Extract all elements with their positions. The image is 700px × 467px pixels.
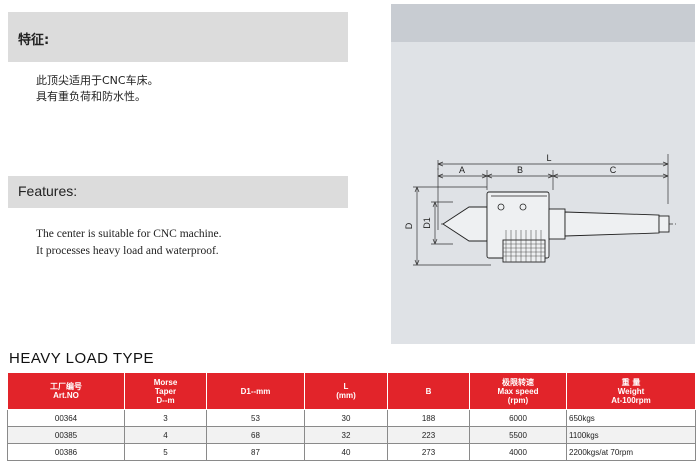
header-max-speed: 极限转速 Max speed (rpm) <box>469 372 567 410</box>
cell-weight: 650kgs <box>566 409 696 427</box>
cell-morse: 3 <box>124 409 207 427</box>
drawing-panel: L A B C D D1 <box>391 4 695 344</box>
live-center-drawing: L A B C D D1 <box>404 153 676 266</box>
cell-morse: 4 <box>124 426 207 444</box>
features-en-band <box>8 176 348 208</box>
spec-table: 工厂编号 Art.NO Morse Taper D--m D1--mm L (m… <box>7 372 696 461</box>
features-cn-line-1: 此顶尖适用于CNC车床。 <box>36 74 159 87</box>
header-d1: D1--mm <box>206 372 305 410</box>
cell-d1: 53 <box>206 409 305 427</box>
cell-b: 223 <box>387 426 470 444</box>
cell-d1: 87 <box>206 443 305 461</box>
header-art-no: 工厂编号 Art.NO <box>7 372 125 410</box>
features-en-heading: Features: <box>18 183 78 199</box>
dim-label-a: A <box>459 165 465 175</box>
cell-l: 30 <box>304 409 388 427</box>
features-en-line-1: The center is suitable for CNC machine. <box>36 228 222 240</box>
cell-l: 40 <box>304 443 388 461</box>
features-en-line-2: It processes heavy load and waterproof. <box>36 245 219 257</box>
dim-label-l: L <box>546 153 551 163</box>
dim-label-b: B <box>517 165 523 175</box>
cell-b: 273 <box>387 443 470 461</box>
features-cn-heading: 特征: <box>18 33 50 48</box>
table-row: 00364 3 53 30 188 6000 650kgs <box>7 409 696 427</box>
section-title: HEAVY LOAD TYPE <box>9 350 155 367</box>
dim-label-c: C <box>610 165 617 175</box>
dim-label-d: D <box>404 222 414 229</box>
header-b: B <box>387 372 470 410</box>
features-cn-band <box>8 12 348 62</box>
cell-art-no: 00364 <box>7 409 125 427</box>
cell-max-speed: 5500 <box>469 426 567 444</box>
dim-label-d1: D1 <box>422 217 432 229</box>
cell-max-speed: 4000 <box>469 443 567 461</box>
cell-art-no: 00386 <box>7 443 125 461</box>
features-cn-line-2: 具有重负荷和防水性。 <box>36 90 146 103</box>
cell-l: 32 <box>304 426 388 444</box>
header-morse-taper: Morse Taper D--m <box>124 372 207 410</box>
cell-max-speed: 6000 <box>469 409 567 427</box>
cell-b: 188 <box>387 409 470 427</box>
header-weight: 重 量 Weight At-100rpm <box>566 372 696 410</box>
cell-d1: 68 <box>206 426 305 444</box>
cell-weight: 1100kgs <box>566 426 696 444</box>
table-row: 00385 4 68 32 223 5500 1100kgs <box>7 426 696 444</box>
cell-morse: 5 <box>124 443 207 461</box>
cell-weight: 2200kgs/at 70rpm <box>566 443 696 461</box>
header-l: L (mm) <box>304 372 388 410</box>
table-header-row: 工厂编号 Art.NO Morse Taper D--m D1--mm L (m… <box>7 372 696 410</box>
table-row: 00386 5 87 40 273 4000 2200kgs/at 70rpm <box>7 443 696 461</box>
drawing-panel-header <box>391 4 695 42</box>
cell-art-no: 00385 <box>7 426 125 444</box>
